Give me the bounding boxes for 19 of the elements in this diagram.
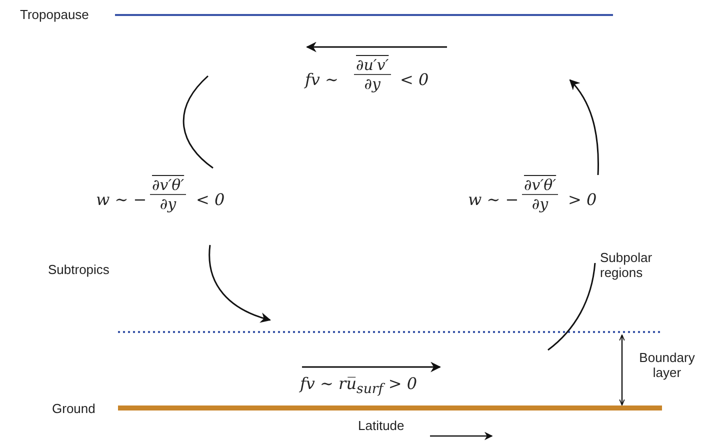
formula-text: w ∼ − — [96, 190, 147, 209]
formula-text: < 0 — [196, 190, 225, 209]
region-label: Subpolar regions — [600, 250, 654, 280]
axis-label: Latitude — [358, 418, 404, 433]
formula-denominator: ∂y — [364, 75, 380, 93]
formula-text: < 0 — [400, 70, 429, 89]
formula-text: fv ∼ ru̅$_{surf}$ > 0 — [300, 374, 417, 398]
region-label: Subtropics — [48, 262, 110, 277]
formula-numerator: ∂v′θ′ — [522, 176, 558, 195]
layer-label: Ground — [52, 401, 96, 416]
layer-label: Tropopause — [20, 7, 89, 22]
formula-text: > 0 — [568, 190, 597, 209]
formula-denominator: ∂y — [160, 195, 176, 213]
formula-numerator: ∂v′θ′ — [150, 176, 186, 195]
formula-text: fv ∼ — [305, 70, 338, 89]
formula-denominator: ∂y — [532, 195, 548, 213]
layer-label: Boundary layer — [638, 350, 696, 380]
formula-numerator: ∂u′v′ — [354, 56, 391, 75]
formula-text: w ∼ − — [468, 190, 519, 209]
